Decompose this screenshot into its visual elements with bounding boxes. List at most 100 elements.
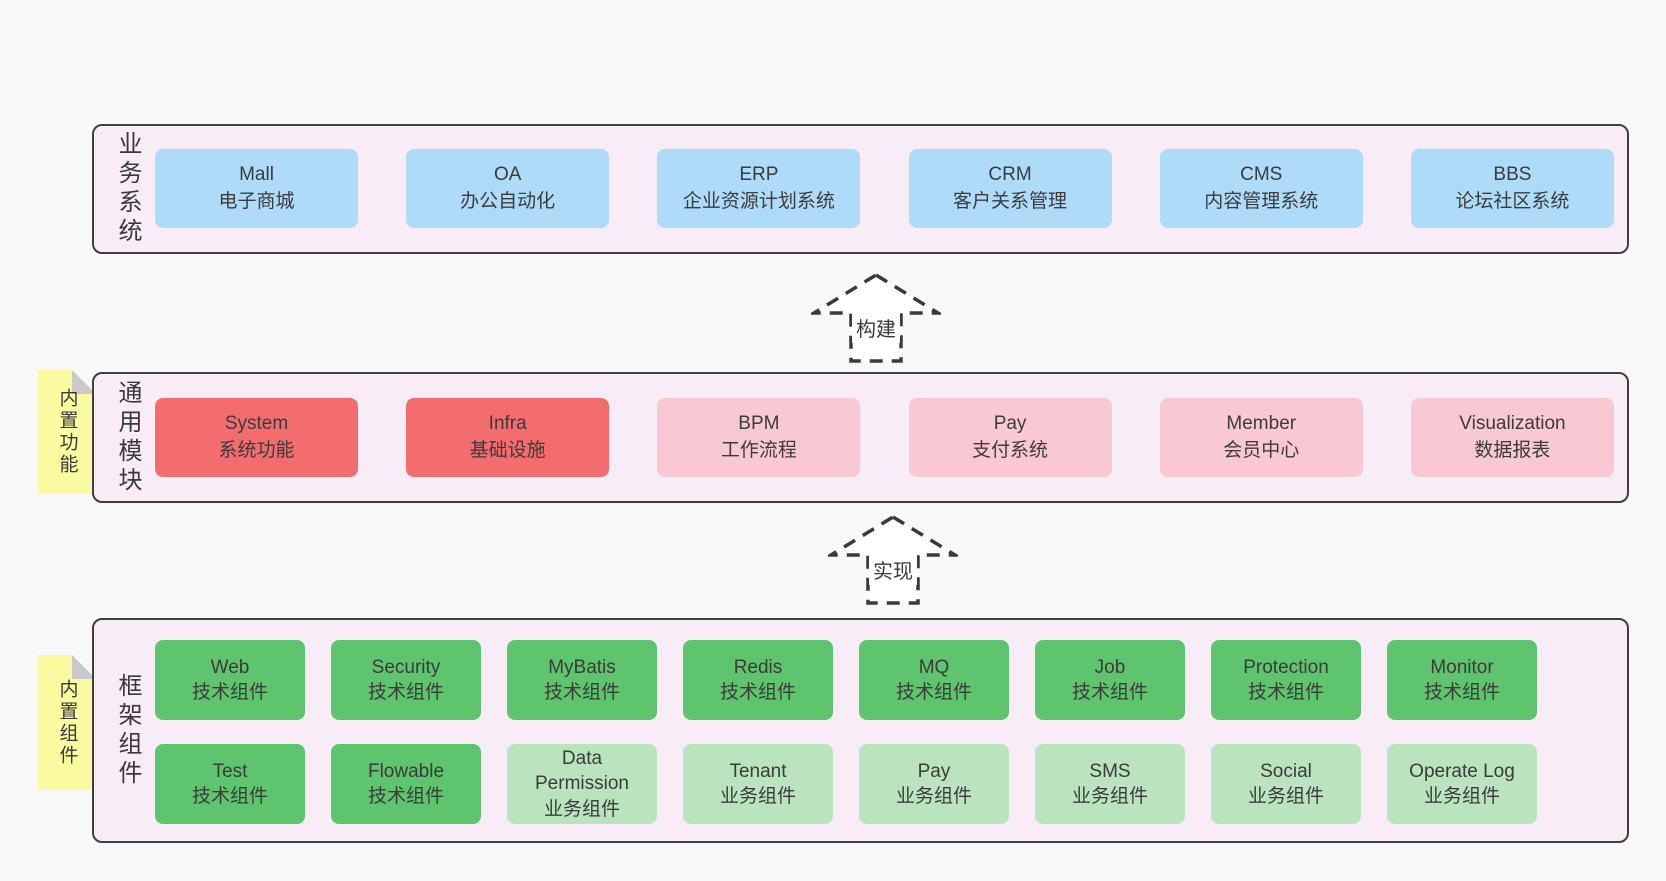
sticky-note-label: 内置功能 <box>56 387 78 476</box>
component-box-redis: Redis 技术组件 <box>683 640 833 720</box>
box-subtitle: 客户关系管理 <box>953 190 1068 212</box>
module-box-oa: OA 办公自动化 <box>406 149 610 228</box>
box-subtitle: 企业资源计划系统 <box>682 190 835 212</box>
sticky-note-built-in-features: 内置功能 <box>38 370 96 493</box>
box-title: Protection <box>1243 656 1329 678</box>
box-subtitle: 业务组件 <box>1247 786 1324 807</box>
dashed-up-arrow-implement: 实现 <box>828 514 958 606</box>
box-subtitle: 业务组件 <box>1071 786 1148 807</box>
box-subtitle: 技术组件 <box>1423 682 1500 703</box>
band-label: 通用模块 <box>114 379 141 496</box>
box-title: MyBatis <box>548 656 616 678</box>
box-title: Visualization <box>1459 413 1566 435</box>
box-title: Member <box>1226 413 1297 435</box>
box-title: OA <box>493 164 522 186</box>
band-label: 业务系统 <box>114 131 141 247</box>
band-framework-components: 框架组件 Web 技术组件 Security 技术组件 MyBatis 技术组件… <box>92 618 1629 843</box>
box-subtitle: 工作流程 <box>720 439 797 461</box>
component-box-mq: MQ 技术组件 <box>859 640 1009 720</box>
box-title: Security <box>371 656 441 678</box>
box-subtitle: 内容管理系统 <box>1204 190 1319 212</box>
component-box-pay: Pay 业务组件 <box>859 744 1009 824</box>
box-title: Operate Log <box>1409 760 1515 782</box>
box-subtitle: 会员中心 <box>1223 439 1300 461</box>
box-subtitle: 业务组件 <box>543 798 620 820</box>
component-box-data-permission: Data Permission 业务组件 <box>507 744 657 824</box>
box-title: Redis <box>733 656 783 678</box>
box-title: Social <box>1260 760 1312 782</box>
module-box-bbs: BBS 论坛社区系统 <box>1410 149 1614 228</box>
box-title: Tenant <box>729 760 787 782</box>
box-subtitle: 技术组件 <box>191 786 268 807</box>
module-box-bpm: BPM 工作流程 <box>657 398 861 477</box>
component-box-operate-log: Operate Log 业务组件 <box>1387 744 1537 824</box>
arrow-label: 构建 <box>852 312 900 343</box>
box-title: CMS <box>1240 164 1283 186</box>
box-title: Mall <box>239 164 274 186</box>
component-box-tenant: Tenant 业务组件 <box>683 744 833 824</box>
box-subtitle: 技术组件 <box>543 682 620 703</box>
business-systems-row: Mall 电子商城 OA 办公自动化 ERP 企业资源计划系统 CRM 客户关系… <box>155 149 1614 228</box>
box-title: Pay <box>917 760 951 782</box>
component-box-test: Test 技术组件 <box>155 744 305 824</box>
dashed-up-arrow-build: 构建 <box>811 272 941 364</box>
box-title: BPM <box>738 413 780 435</box>
component-box-job: Job 技术组件 <box>1035 640 1185 720</box>
box-subtitle: 办公自动化 <box>460 190 556 212</box>
band-business-systems: 业务系统 Mall 电子商城 OA 办公自动化 ERP 企业资源计划系统 CRM… <box>92 124 1629 254</box>
box-subtitle: 支付系统 <box>972 439 1049 461</box>
box-title: CRM <box>988 164 1032 186</box>
box-title: Flowable <box>367 760 445 782</box>
component-box-mybatis: MyBatis 技术组件 <box>507 640 657 720</box>
box-subtitle: 业务组件 <box>895 786 972 807</box>
box-subtitle: 技术组件 <box>367 682 444 703</box>
box-subtitle: 技术组件 <box>367 786 444 807</box>
component-box-monitor: Monitor 技术组件 <box>1387 640 1537 720</box>
component-box-sms: SMS 业务组件 <box>1035 744 1185 824</box>
box-title: ERP <box>739 164 779 186</box>
common-modules-row: System 系统功能 Infra 基础设施 BPM 工作流程 Pay 支付系统… <box>155 398 1614 477</box>
box-subtitle: 数据报表 <box>1474 439 1551 461</box>
framework-components-row-1: Web 技术组件 Security 技术组件 MyBatis 技术组件 Redi… <box>155 640 1537 720</box>
box-subtitle: 电子商城 <box>218 190 295 212</box>
box-subtitle: 系统功能 <box>218 439 295 461</box>
box-subtitle: 技术组件 <box>1247 682 1324 703</box>
box-title: Pay <box>993 413 1027 435</box>
box-subtitle: 技术组件 <box>895 682 972 703</box>
module-box-visualization: Visualization 数据报表 <box>1410 398 1614 477</box>
box-title: System <box>224 413 289 435</box>
sticky-note-label: 内置组件 <box>56 678 78 767</box>
module-box-infra: Infra 基础设施 <box>406 398 610 477</box>
box-subtitle: 技术组件 <box>1071 682 1148 703</box>
band-label: 框架组件 <box>114 672 141 789</box>
box-subtitle: 基础设施 <box>469 439 546 461</box>
box-title: MQ <box>918 656 950 678</box>
box-subtitle: 技术组件 <box>191 682 268 703</box>
box-title: Test <box>212 760 248 782</box>
component-box-security: Security 技术组件 <box>331 640 481 720</box>
box-subtitle: 业务组件 <box>719 786 796 807</box>
component-box-protection: Protection 技术组件 <box>1211 640 1361 720</box>
box-title: Data Permission <box>535 748 629 795</box>
sticky-note-built-in-components: 内置组件 <box>38 655 96 790</box>
component-box-web: Web 技术组件 <box>155 640 305 720</box>
module-box-erp: ERP 企业资源计划系统 <box>657 149 861 228</box>
component-box-social: Social 业务组件 <box>1211 744 1361 824</box>
box-subtitle: 技术组件 <box>719 682 796 703</box>
module-box-mall: Mall 电子商城 <box>155 149 358 228</box>
box-title: SMS <box>1089 760 1131 782</box>
component-box-flowable: Flowable 技术组件 <box>331 744 481 824</box>
module-box-cms: CMS 内容管理系统 <box>1159 149 1363 228</box>
box-title: Infra <box>488 413 527 435</box>
box-subtitle: 业务组件 <box>1423 786 1500 807</box>
box-title: Job <box>1094 656 1126 678</box>
module-box-pay: Pay 支付系统 <box>908 398 1112 477</box>
framework-components-row-2: Test 技术组件 Flowable 技术组件 Data Permission … <box>155 744 1537 824</box>
module-box-crm: CRM 客户关系管理 <box>908 149 1112 228</box>
box-title: Web <box>210 656 250 678</box>
box-title: BBS <box>1493 164 1532 186</box>
module-box-system: System 系统功能 <box>155 398 358 477</box>
module-box-member: Member 会员中心 <box>1159 398 1363 477</box>
arrow-label: 实现 <box>869 554 917 585</box>
